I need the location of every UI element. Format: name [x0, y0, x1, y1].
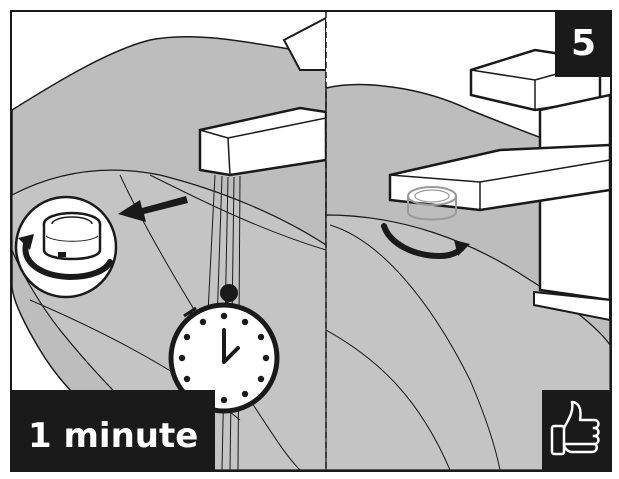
illustration-frame — [10, 10, 612, 472]
sink-bowl-right — [326, 214, 610, 470]
done-badge — [542, 390, 612, 472]
faucet-right — [388, 48, 610, 322]
thumbs-up-icon — [550, 400, 600, 456]
aerator-remove-icon — [14, 195, 118, 299]
step-number-badge: 5 — [555, 10, 612, 77]
duration-badge: 1 minute — [10, 390, 215, 472]
step-number: 5 — [570, 23, 597, 64]
stopwatch-ticks — [178, 312, 270, 404]
left-scene — [12, 16, 326, 470]
faucet-spout-left — [198, 16, 326, 177]
duration-label: 1 minute — [28, 416, 199, 456]
stopwatch-icon — [168, 284, 280, 414]
remove-arrow — [118, 196, 188, 222]
right-scene — [326, 48, 610, 470]
aerator-refit-icon — [381, 186, 470, 260]
